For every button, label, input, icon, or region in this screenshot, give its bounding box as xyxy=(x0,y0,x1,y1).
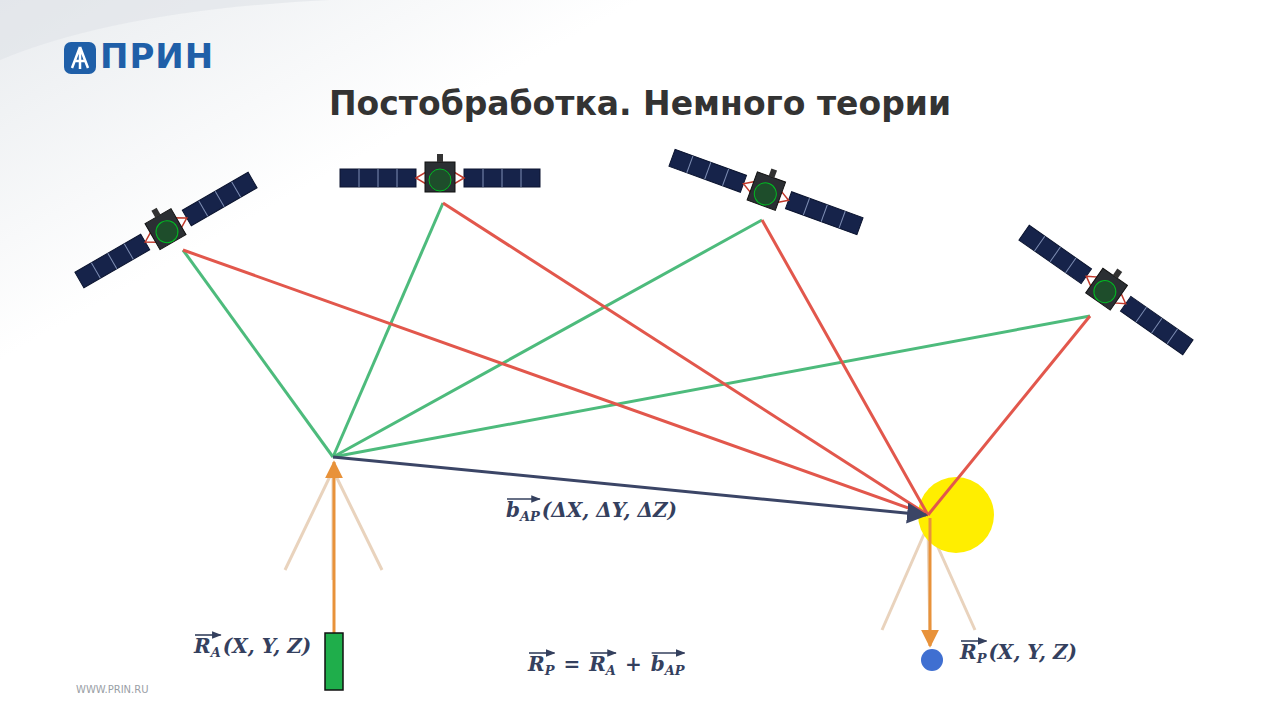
formula-symbol: = xyxy=(563,652,580,676)
formula-symbol: (X, Y, Z) xyxy=(223,634,312,658)
point-a-label: RA(X, Y, Z) xyxy=(194,634,311,661)
subscript: P xyxy=(545,663,555,678)
formula-symbol: (X, Y, Z) xyxy=(988,640,1077,664)
formula-symbol: R xyxy=(589,652,606,676)
subscript: P xyxy=(977,651,987,666)
slide-title: Постобработка. Немного теории xyxy=(329,84,951,123)
point-p-label: RP(X, Y, Z) xyxy=(960,640,1077,667)
logo-text: ПРИН xyxy=(100,36,214,76)
formula-symbol: R xyxy=(528,652,545,676)
formula-symbol: b xyxy=(506,498,520,522)
baseline-label: bAP(ΔX, ΔY, ΔZ) xyxy=(506,498,677,525)
formula-symbol: R xyxy=(194,634,211,658)
subscript: AP xyxy=(665,663,685,678)
vector-formula: RP=RA+bAP xyxy=(528,652,685,679)
subscript: AP xyxy=(520,509,540,524)
formula-symbol: R xyxy=(960,640,977,664)
website-url: WWW.PRIN.RU xyxy=(76,684,149,695)
subscript: A xyxy=(606,663,616,678)
formula-symbol: + xyxy=(625,652,642,676)
formula-symbol: b xyxy=(651,652,665,676)
subscript: A xyxy=(211,645,221,660)
formula-symbol: (ΔX, ΔY, ΔZ) xyxy=(542,498,677,522)
